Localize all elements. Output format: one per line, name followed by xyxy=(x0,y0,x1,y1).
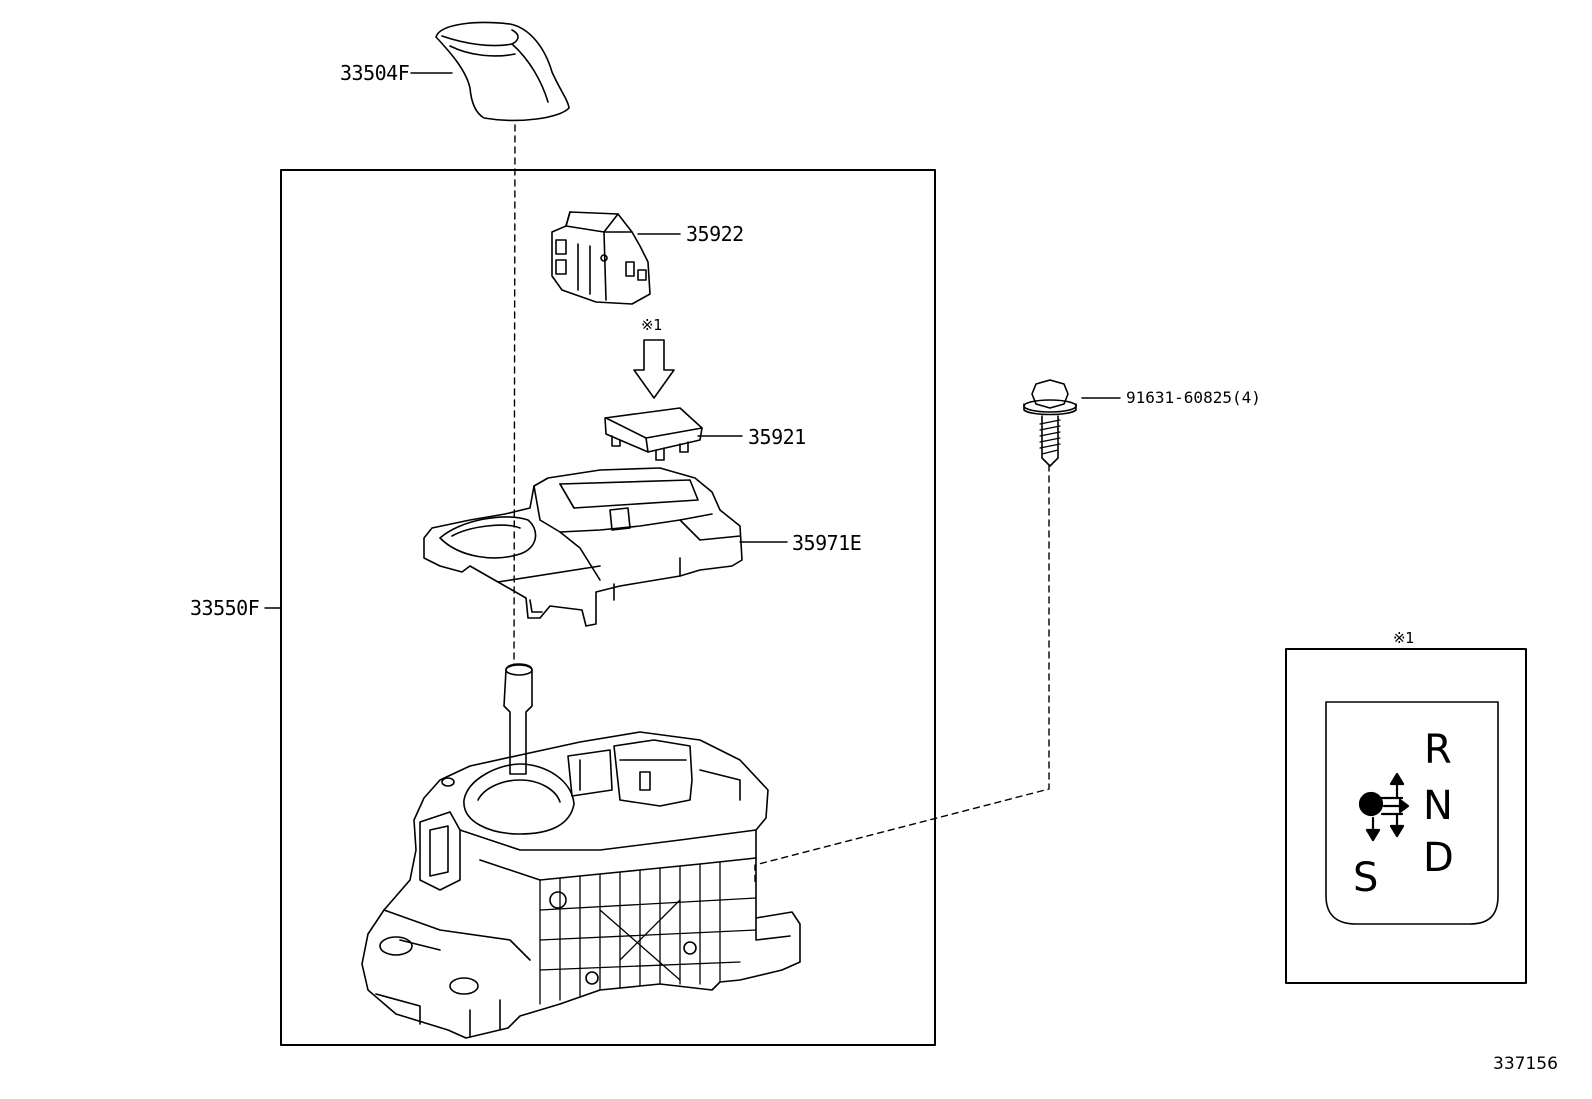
detail-note-mark: ※1 xyxy=(1393,629,1414,647)
assembly-frame xyxy=(280,169,936,1046)
shift-mechanism-drawing xyxy=(361,663,801,1039)
indicator-drawing xyxy=(604,407,703,461)
document-number: 337156 xyxy=(1493,1054,1558,1074)
sequential-shift-icon xyxy=(1358,772,1410,842)
detail-frame xyxy=(1285,648,1527,984)
shift-knob-drawing xyxy=(435,21,570,122)
shift-letter-s: S xyxy=(1353,855,1379,901)
switch-drawing xyxy=(551,211,651,305)
bolt-drawing xyxy=(1023,379,1077,467)
note-mark-arrow: ※1 xyxy=(641,316,662,334)
part-label-housing: 35971E xyxy=(792,531,862,555)
leader-lines xyxy=(264,72,1121,609)
part-label-assembly: 33550F xyxy=(190,596,260,620)
shift-letter-n: N xyxy=(1423,783,1453,829)
part-label-bolt: 91631-60825(4) xyxy=(1126,388,1261,407)
housing-drawing xyxy=(423,467,743,627)
indicator-face xyxy=(1325,701,1499,925)
shift-letter-r: R xyxy=(1424,727,1452,773)
part-label-indicator: 35921 xyxy=(748,425,806,449)
part-label-switch: 35922 xyxy=(686,222,744,246)
shift-letter-d: D xyxy=(1423,835,1454,881)
arrow-down-icon xyxy=(633,339,675,399)
alignment-lines xyxy=(513,124,1050,883)
part-label-knob: 33504F xyxy=(340,61,410,85)
